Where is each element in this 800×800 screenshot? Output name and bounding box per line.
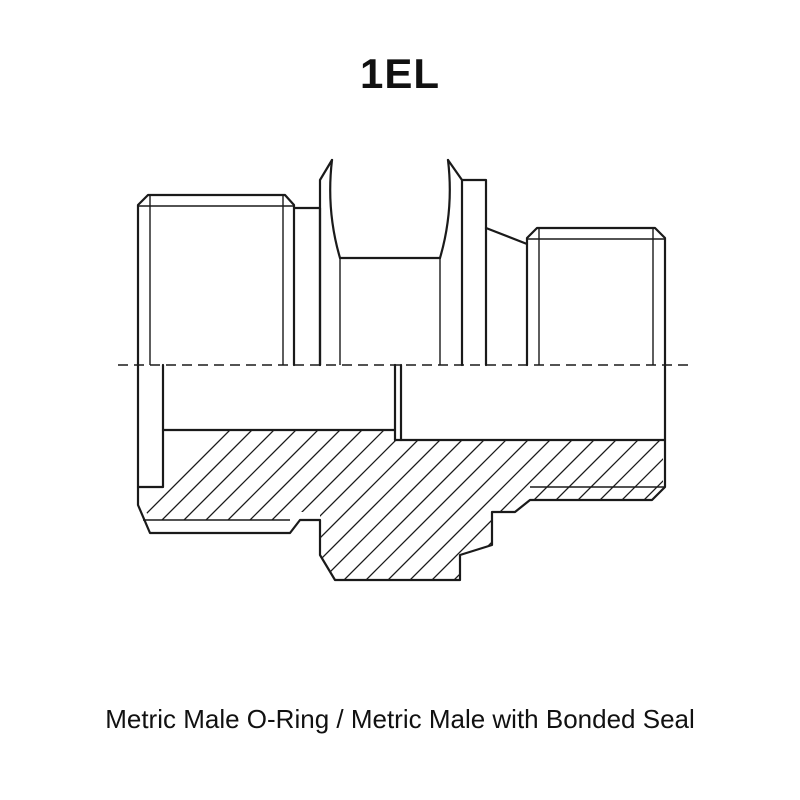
fitting-description-caption: Metric Male O-Ring / Metric Male with Bo…	[105, 704, 695, 734]
fitting-code-title: 1EL	[359, 50, 441, 97]
section-hatching	[143, 430, 663, 580]
lower-section-view	[136, 363, 667, 582]
upper-exterior-view	[136, 158, 667, 367]
